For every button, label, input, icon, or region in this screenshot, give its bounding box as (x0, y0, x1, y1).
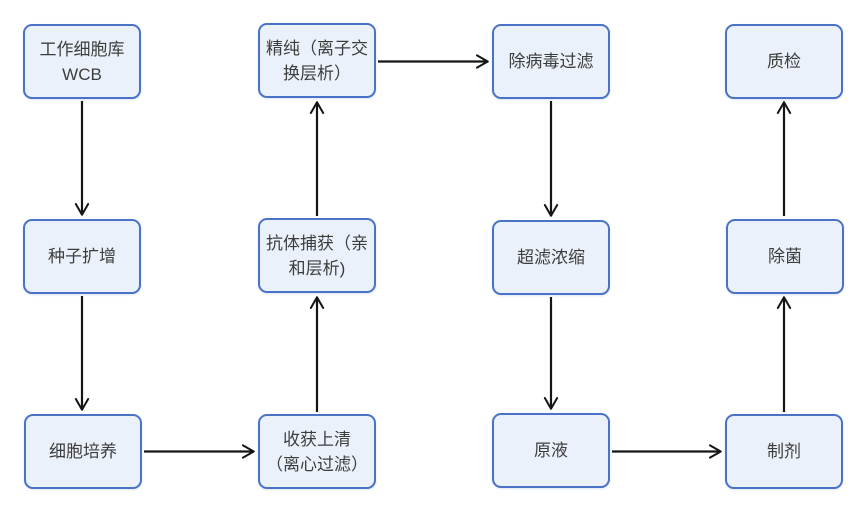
node-cell-culture: 细胞培养 (24, 414, 142, 489)
node-label: 种子扩增 (48, 247, 116, 266)
node-sterile-filtration: 除菌 (726, 219, 844, 294)
node-label: 细胞培养 (49, 442, 117, 461)
node-quality-check: 质检 (725, 24, 843, 99)
node-label: 质检 (767, 52, 801, 71)
node-label: 收获上清 （离心过滤） (266, 429, 368, 474)
node-label: 除菌 (768, 247, 802, 266)
node-label: 精纯（离子交 换层析） (266, 38, 368, 83)
node-label: 制剂 (767, 442, 801, 461)
node-label: 工作细胞库 WCB (39, 39, 125, 84)
node-viral-filtration: 除病毒过滤 (492, 24, 610, 99)
node-purification: 精纯（离子交 换层析） (258, 23, 376, 98)
node-formulation: 制剂 (725, 414, 843, 489)
node-seed-expansion: 种子扩增 (23, 219, 141, 294)
node-ultrafiltration: 超滤浓缩 (492, 220, 610, 295)
node-bulk-solution: 原液 (492, 413, 610, 488)
node-antibody-capture: 抗体捕获（亲 和层析) (258, 218, 376, 293)
node-label: 抗体捕获（亲 和层析) (266, 233, 368, 278)
node-harvest: 收获上清 （离心过滤） (258, 414, 376, 489)
node-wcb: 工作细胞库 WCB (23, 24, 141, 99)
node-label: 除病毒过滤 (508, 52, 594, 71)
node-label: 超滤浓缩 (517, 248, 585, 267)
node-label: 原液 (534, 441, 568, 460)
